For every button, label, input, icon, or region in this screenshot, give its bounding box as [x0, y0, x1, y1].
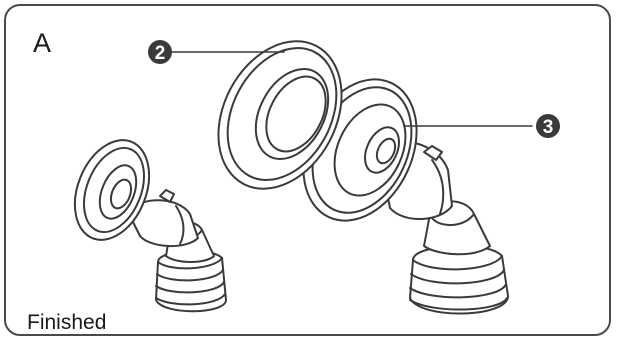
callout-2-number: 2 [155, 43, 166, 64]
callout-2-marker [148, 40, 172, 64]
callout-3-number: 3 [543, 117, 554, 138]
callout-3: 3 [403, 114, 560, 138]
finished-caption: Finished [27, 311, 107, 334]
flange-cushion [217, 40, 343, 190]
callout-3-marker [536, 114, 560, 138]
assembled-pump [73, 139, 227, 313]
callout-2: 2 [148, 40, 285, 64]
panel-letter: A [33, 28, 52, 58]
